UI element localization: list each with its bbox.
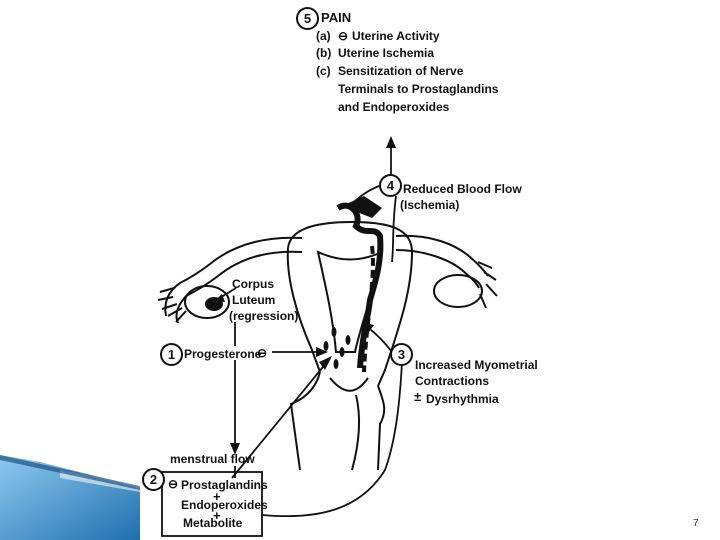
arrow-heads — [214, 136, 396, 455]
decrease-symbol-icon: ⊖ — [257, 346, 268, 360]
step-4-marker: 4 — [379, 174, 402, 197]
plus-symbol: + — [213, 489, 221, 504]
plus-symbol: + — [213, 508, 221, 523]
uterine-cavity-marks — [323, 327, 351, 369]
uterus-illustration — [157, 220, 498, 471]
pain-item-a: Uterine Activity — [352, 29, 440, 43]
blood-flow-line-2: (Ischemia) — [400, 198, 460, 212]
pg-box-line-1: Prostaglandins — [181, 478, 268, 492]
pain-item-a-marker: (a) — [316, 29, 331, 43]
pg-box-outline — [161, 471, 263, 537]
pain-cont-2: and Endoperoxides — [338, 100, 450, 114]
pain-item-c: Sensitization of Nerve — [338, 64, 464, 78]
corpus-line-1: Corpus — [232, 277, 274, 291]
pain-cont-1: Terminals to Prostaglandins — [338, 82, 499, 96]
arrow-pg-to-cavity — [231, 361, 328, 479]
pain-title: PAIN — [321, 10, 352, 25]
step-3-marker: 3 — [390, 343, 413, 366]
decrease-symbol-icon: ⊖ — [168, 477, 179, 491]
contractions-line-2: Contractions — [415, 374, 490, 388]
decrease-symbol-icon: ⊖ — [338, 29, 349, 43]
menstrual-flow-label: menstrual flow — [170, 452, 255, 466]
pain-item-b: Uterine Ischemia — [338, 46, 435, 60]
pg-box-line-2: Endoperoxides — [181, 498, 268, 512]
progesterone-label: Progesterone — [184, 347, 262, 361]
step-1-marker: 1 — [160, 343, 183, 366]
corpus-line-3: (regression) — [229, 309, 299, 323]
step-2-marker: 2 — [142, 468, 165, 491]
pain-item-c-marker: (c) — [316, 64, 331, 78]
contractions-line-1: Increased Myometrial — [415, 358, 538, 372]
pain-item-b-marker: (b) — [316, 46, 332, 60]
step-5-marker: 5 — [296, 7, 319, 30]
blood-vessels — [336, 196, 384, 373]
blood-flow-line-1: Reduced Blood Flow — [403, 182, 522, 196]
contractions-line-3: Dysrhythmia — [426, 392, 499, 406]
pg-box-line-3: Metabolite — [183, 516, 243, 530]
slide-corner-decoration — [0, 455, 140, 540]
corpus-line-2: Luteum — [232, 293, 276, 307]
page-number: 7 — [693, 518, 699, 529]
plus-minus-symbol: ± — [414, 389, 422, 404]
